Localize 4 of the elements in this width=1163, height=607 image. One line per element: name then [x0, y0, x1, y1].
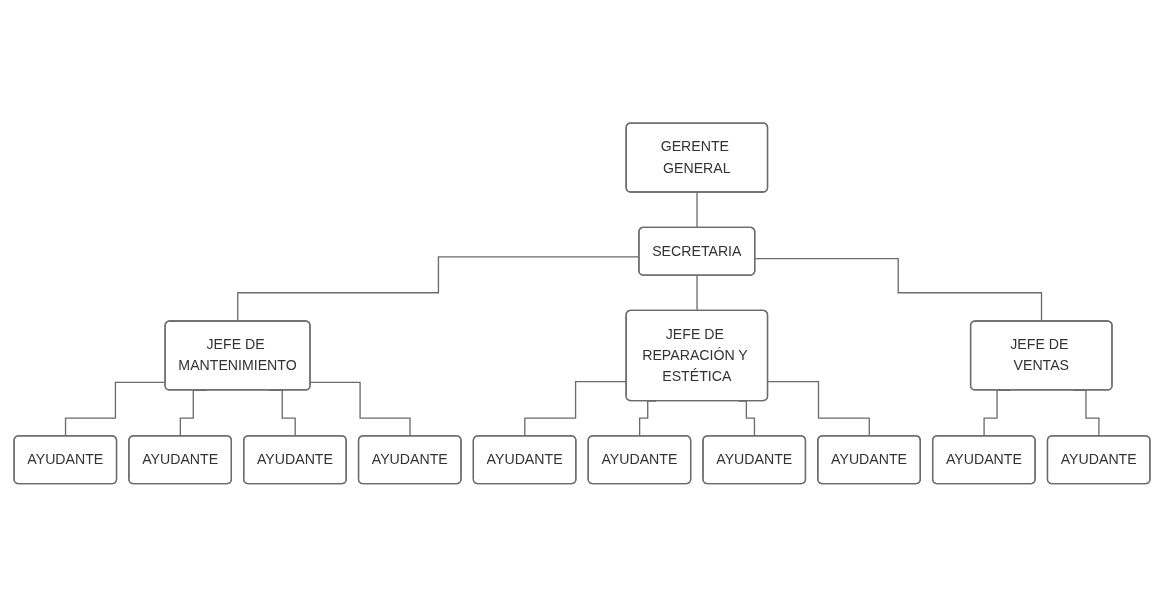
- connector: [309, 381, 411, 438]
- connector: [754, 258, 1042, 323]
- connector: [695, 191, 698, 229]
- connector: [695, 275, 698, 312]
